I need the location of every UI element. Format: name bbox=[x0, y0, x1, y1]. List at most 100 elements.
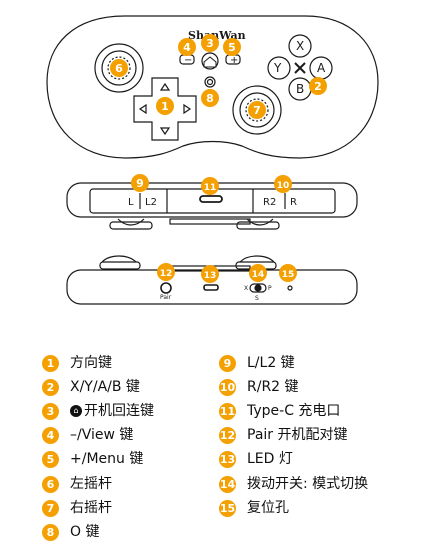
callout-number-3: 3 bbox=[206, 37, 214, 50]
legend-item: 7 右摇杆 bbox=[42, 496, 154, 520]
callout-number-7: 7 bbox=[253, 104, 261, 117]
legend-number: 14 bbox=[219, 475, 236, 493]
legend-text: 开机回连键 bbox=[84, 402, 154, 419]
legend-number: 11 bbox=[219, 402, 236, 420]
callout-badge-5 bbox=[223, 38, 241, 56]
callout-badge-1 bbox=[156, 97, 174, 115]
callout-number-9: 9 bbox=[136, 177, 144, 190]
legend-text: 右摇杆 bbox=[70, 499, 112, 516]
bottom-pair-label: Pair bbox=[160, 294, 172, 301]
callout-badge-2 bbox=[309, 77, 327, 95]
legend-text: X/Y/A/B 键 bbox=[70, 378, 140, 395]
legend-item: 3 ⌂开机回连键 bbox=[42, 399, 154, 423]
pair-button bbox=[160, 282, 172, 294]
x-button bbox=[288, 34, 312, 58]
minus-label: − bbox=[184, 55, 192, 66]
callout-number-13: 13 bbox=[204, 271, 217, 281]
home-icon bbox=[203, 56, 217, 68]
top-l-label: L bbox=[128, 197, 134, 208]
legend-number: 5 bbox=[42, 451, 59, 469]
callout-badge-4 bbox=[178, 38, 196, 56]
callout-number-2: 2 bbox=[314, 80, 322, 93]
legend-item: 14 拨动开关: 模式切换 bbox=[219, 472, 368, 496]
legend-text: Pair 开机配对键 bbox=[247, 427, 348, 444]
home-icon: ⌂ bbox=[70, 405, 82, 418]
legend-text: 拨动开关: 模式切换 bbox=[247, 475, 369, 492]
callout-number-15: 15 bbox=[282, 270, 295, 280]
legend-number: 6 bbox=[42, 475, 59, 493]
legend-item: 6 左摇杆 bbox=[42, 472, 154, 496]
o-button bbox=[204, 76, 216, 88]
y-label: Y bbox=[273, 61, 282, 75]
controller-diagram: ShanWan Y X A B − + L L2 R2 R bbox=[46, 15, 379, 305]
legend-text: 复位孔 bbox=[247, 499, 289, 516]
right-stick bbox=[232, 85, 282, 135]
legend-number: 13 bbox=[219, 451, 236, 469]
home-button bbox=[201, 52, 219, 70]
callout-number-4: 4 bbox=[183, 41, 191, 54]
a-label: A bbox=[317, 61, 326, 75]
mode-switch bbox=[249, 283, 267, 293]
callout-badge-9 bbox=[131, 174, 149, 192]
led-indicator bbox=[203, 284, 219, 291]
callout-badge-15 bbox=[279, 264, 297, 282]
legend-text: R/R2 键 bbox=[247, 378, 299, 395]
legend-number: 15 bbox=[219, 499, 236, 517]
top-r-label: R bbox=[290, 197, 297, 208]
legend-item: 2 X/Y/A/B 键 bbox=[42, 375, 154, 399]
legend-number: 3 bbox=[42, 402, 59, 420]
callout-badge-8 bbox=[201, 89, 219, 107]
callout-badge-7 bbox=[248, 101, 266, 119]
callout-badge-10 bbox=[274, 175, 292, 193]
callout-badge-3 bbox=[201, 34, 219, 52]
legend-number: 7 bbox=[42, 499, 59, 517]
legend-item: 15 复位孔 bbox=[219, 496, 368, 520]
x-label: X bbox=[296, 39, 304, 53]
b-label: B bbox=[296, 82, 304, 96]
callout-badge-13 bbox=[201, 265, 219, 283]
reset-hole bbox=[287, 285, 293, 291]
legend-item: 11 Type-C 充电口 bbox=[219, 399, 368, 423]
legend-text: Type-C 充电口 bbox=[247, 402, 341, 419]
legend-number: 12 bbox=[219, 427, 236, 445]
legend-text: O 键 bbox=[70, 523, 100, 540]
y-button bbox=[267, 56, 291, 80]
callout-number-11: 11 bbox=[204, 183, 217, 193]
switch-p-label: P bbox=[268, 285, 272, 292]
callout-number-6: 6 bbox=[115, 62, 123, 75]
legend-text: L/L2 键 bbox=[247, 354, 295, 371]
legend-number: 2 bbox=[42, 378, 59, 396]
callout-badge-6 bbox=[110, 59, 128, 77]
callout-number-5: 5 bbox=[228, 41, 236, 54]
legend-item: 12 Pair 开机配对键 bbox=[219, 424, 368, 448]
top-r2-label: R2 bbox=[263, 197, 276, 208]
callout-number-1: 1 bbox=[161, 100, 169, 113]
callout-badge-14 bbox=[249, 264, 267, 282]
top-l2-label: L2 bbox=[145, 197, 157, 208]
callout-number-12: 12 bbox=[160, 269, 173, 279]
callout-badge-12 bbox=[157, 263, 175, 281]
legend-text: 方向键 bbox=[70, 354, 112, 371]
legend-item: 9 L/L2 键 bbox=[219, 351, 368, 375]
legend-text: –/View 键 bbox=[70, 427, 134, 444]
legend-number: 8 bbox=[42, 523, 59, 541]
legend-item: 4 –/View 键 bbox=[42, 424, 154, 448]
legend-item: 5 +/Menu 键 bbox=[42, 448, 154, 472]
callout-number-10: 10 bbox=[277, 181, 290, 191]
left-stick bbox=[94, 43, 144, 93]
switch-s-label: S bbox=[255, 295, 259, 302]
legend-text: +/Menu 键 bbox=[70, 451, 144, 468]
legend-text: 左摇杆 bbox=[70, 475, 112, 492]
usb-c-port bbox=[199, 195, 223, 203]
plus-label: + bbox=[230, 55, 238, 66]
legend-number: 4 bbox=[42, 427, 59, 445]
legend-number: 9 bbox=[219, 354, 236, 372]
callout-number-8: 8 bbox=[206, 92, 214, 105]
callout-badge-11 bbox=[201, 177, 219, 195]
